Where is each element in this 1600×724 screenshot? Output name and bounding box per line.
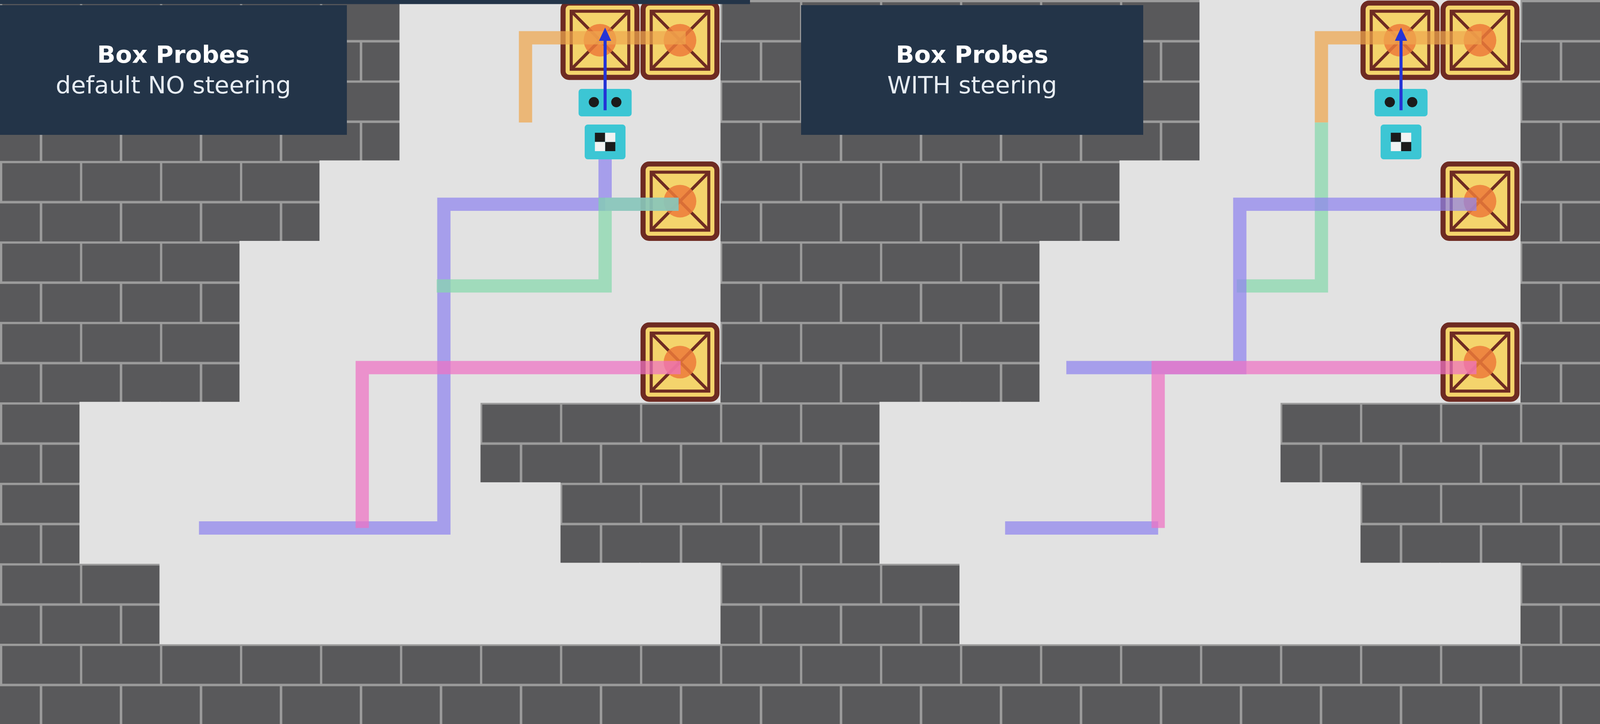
floor-tile (79, 482, 161, 564)
floor-tile (479, 482, 561, 564)
title-panel: Box ProbesWITH steering (801, 5, 1144, 135)
action-arrow (1399, 38, 1403, 110)
floor-tile (559, 79, 641, 162)
floor-tile (239, 240, 321, 323)
probe-path (436, 204, 679, 286)
floor-tile (1119, 160, 1201, 243)
agent (1374, 27, 1428, 160)
floor-tile (239, 562, 321, 645)
floor-tile (959, 562, 1041, 645)
floor-tile (639, 562, 721, 645)
floor-tile (1439, 240, 1521, 323)
floor-tile (1359, 562, 1441, 645)
floor-tile (319, 562, 401, 645)
floor-tile (479, 562, 561, 645)
floor-tile (879, 401, 961, 484)
floor-tile (1439, 562, 1521, 645)
agent-eye (1407, 97, 1418, 108)
floor-tile (959, 401, 1041, 484)
floor-tile (1039, 562, 1121, 645)
floor-tile (79, 401, 161, 484)
floor-tile (1199, 0, 1281, 82)
title-panel: Box Probesdefault NO steering (0, 5, 347, 135)
action-arrow (603, 38, 607, 110)
probe-path (362, 367, 681, 528)
agent-check (1401, 132, 1412, 142)
floor-tile (1359, 240, 1441, 323)
probe-path (1066, 204, 1477, 368)
floor-tile (559, 562, 641, 645)
agent-check (595, 132, 606, 142)
floor-tile (639, 79, 721, 162)
floor-tile (159, 401, 241, 484)
top-bar (0, 0, 750, 5)
agent-check (605, 132, 616, 142)
agent-check (1390, 142, 1402, 152)
probe-path (525, 37, 686, 123)
agent-eye (1384, 97, 1395, 108)
floor-tile (159, 562, 241, 645)
probe-path (1004, 521, 1159, 535)
panel-subheading: default NO steering (55, 69, 292, 101)
agent-eye (611, 97, 622, 108)
floor-tile (1439, 79, 1521, 162)
arrow-head (1394, 27, 1408, 41)
agent-check (1390, 132, 1402, 142)
agent-eye (588, 97, 599, 108)
floor-tile (319, 240, 401, 323)
agent-check (595, 142, 606, 152)
agent-body (1380, 124, 1422, 160)
panel-subheading: WITH steering (887, 69, 1058, 101)
floor-tile (1039, 401, 1121, 484)
agent-body (584, 124, 626, 160)
floor-tile (639, 240, 721, 323)
agent-check (1401, 142, 1412, 152)
floor-tile (399, 562, 481, 645)
floor-tile (1199, 562, 1281, 645)
floor-tile (1119, 562, 1201, 645)
floor-tile (1199, 401, 1281, 484)
floor-tile (1279, 562, 1361, 645)
arrow-head (598, 27, 612, 41)
floor-tile (879, 482, 961, 564)
panel-heading: Box Probes (895, 39, 1049, 70)
floor-tile (399, 0, 481, 82)
agent-check (605, 142, 616, 152)
floor-tile (1279, 482, 1361, 564)
floor-tile (1119, 240, 1201, 323)
floor-tile (319, 160, 401, 243)
agent (578, 27, 632, 160)
floor-tile (1039, 240, 1121, 323)
floor-tile (1199, 79, 1281, 162)
floor-tile (239, 401, 321, 484)
probe-path (1158, 367, 1477, 528)
probe-path (1321, 37, 1482, 123)
floor-tile (1199, 482, 1281, 564)
floor-tile (399, 79, 481, 162)
floor-tile (239, 321, 321, 403)
panel-heading: Box Probes (97, 39, 250, 70)
